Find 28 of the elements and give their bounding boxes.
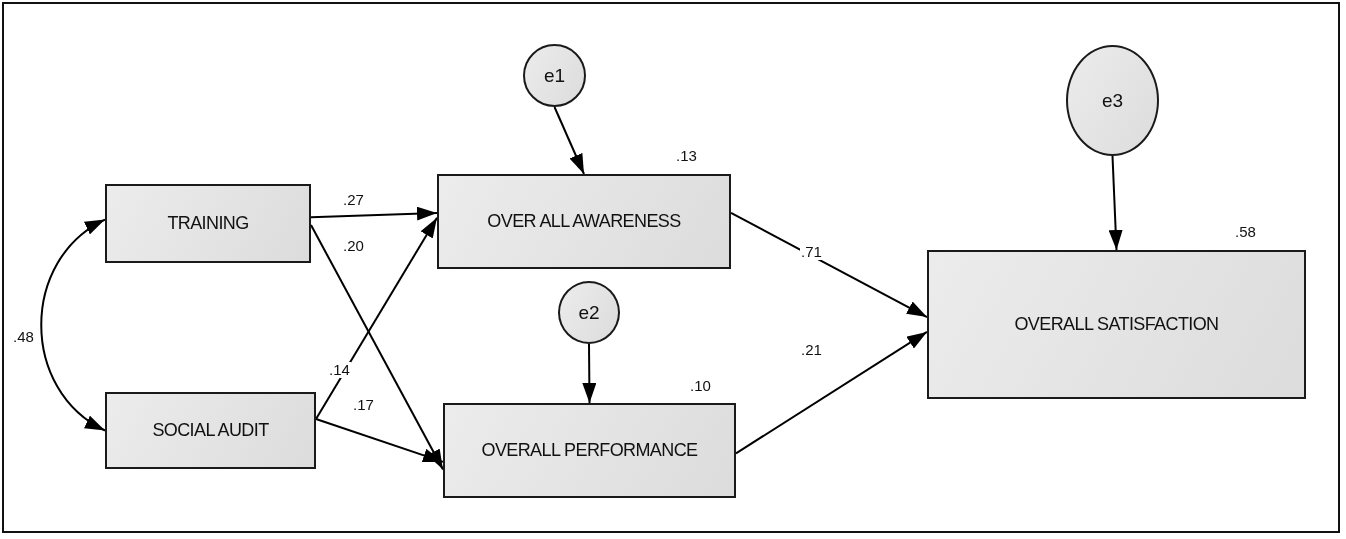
edge-label: .71	[800, 244, 823, 260]
process-box: OVERALL SATISFACTION	[927, 250, 1306, 399]
covariance-arrow	[40, 218, 106, 432]
edge-label: .17	[352, 397, 375, 413]
path-arrow	[315, 417, 444, 463]
error-term-circle: e2	[558, 281, 620, 344]
path-arrow	[315, 216, 438, 420]
edge-label: .27	[342, 192, 365, 208]
path-arrow	[735, 330, 928, 455]
path-arrow	[310, 206, 438, 221]
process-box: OVERALL PERFORMANCE	[443, 403, 736, 498]
process-box: OVER ALL AWARENESS	[437, 174, 731, 269]
path-arrow	[1108, 155, 1123, 251]
r-squared-value: .58	[1235, 224, 1256, 240]
r-squared-value: .13	[676, 148, 697, 164]
r-squared-value: .10	[690, 378, 711, 394]
edge-label: .21	[800, 342, 823, 358]
error-term-circle: e1	[523, 44, 586, 107]
error-term-circle: e3	[1066, 45, 1159, 156]
edge-label: .14	[328, 362, 351, 378]
edge-label: .20	[342, 238, 365, 254]
process-box: SOCIAL AUDIT	[105, 392, 316, 469]
path-arrow	[730, 211, 928, 319]
edge-label: .48	[12, 329, 35, 345]
path-arrow	[553, 106, 585, 175]
path-arrow	[310, 224, 444, 471]
process-box: TRAINING	[105, 184, 311, 263]
path-arrow	[582, 343, 597, 404]
